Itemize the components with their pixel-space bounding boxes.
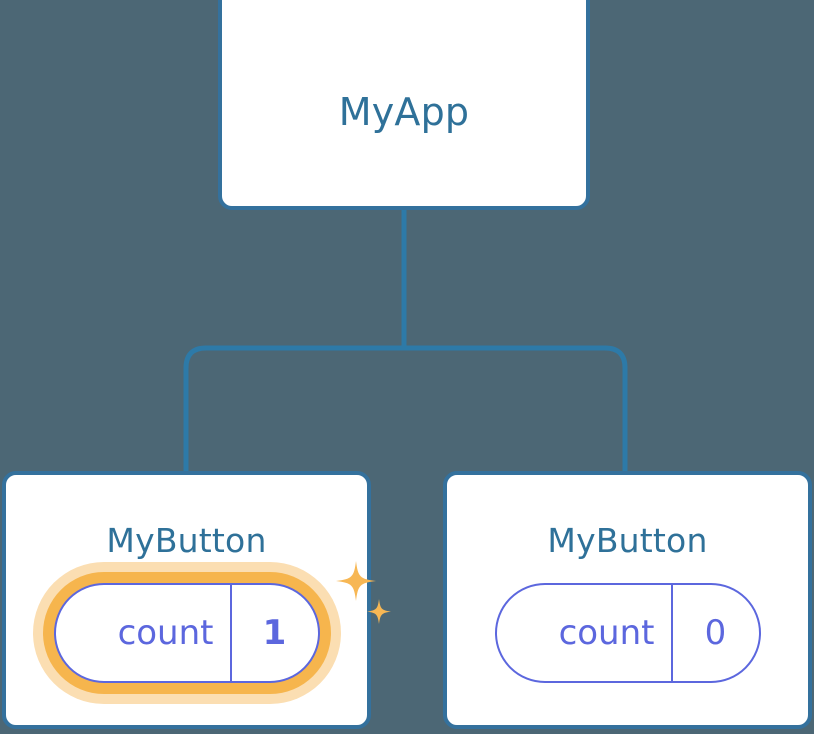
node-title-root: MyApp <box>338 90 470 134</box>
state-pill-outer-right: count 0 <box>494 583 761 683</box>
node-title-mybutton-left: MyButton <box>106 521 267 560</box>
state-pill-outer-left: count 1 <box>53 561 391 683</box>
state-pill-wrapper-right: count 0 <box>447 583 808 683</box>
state-key-left: count <box>56 585 232 681</box>
connector-branch-bar <box>183 345 628 475</box>
node-card-root[interactable]: MyApp <box>218 0 590 210</box>
state-value-left: 1 <box>262 613 287 653</box>
node-card-mybutton-left[interactable]: MyButton count 1 <box>2 471 391 729</box>
state-value-right: 0 <box>704 613 727 653</box>
node-card-mybutton-right[interactable]: MyButton count 0 <box>443 471 812 729</box>
state-pill-right[interactable]: count 0 <box>494 583 761 683</box>
state-pill-wrapper-left: count 1 <box>6 561 391 683</box>
state-pill-left[interactable]: count 1 <box>53 583 320 683</box>
state-key-right: count <box>497 585 673 681</box>
node-title-mybutton-right: MyButton <box>547 521 708 560</box>
